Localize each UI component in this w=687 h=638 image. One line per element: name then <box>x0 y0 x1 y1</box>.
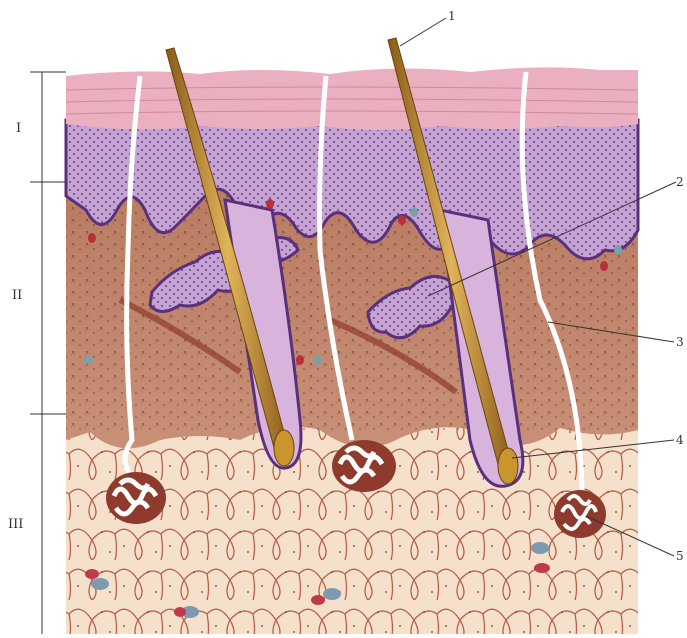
sweat-gland-coil-3 <box>554 490 606 538</box>
layer-label-3: III <box>8 518 23 531</box>
callout-label-5: 5 <box>676 550 684 562</box>
callout-label-1: 1 <box>448 10 456 22</box>
layer-bracket <box>30 72 66 634</box>
layer-label-1: I <box>16 122 21 135</box>
sweat-gland-coil-2 <box>332 440 396 492</box>
callout-label-3: 3 <box>676 336 684 348</box>
callout-label-2: 2 <box>676 176 684 188</box>
layer-label-2: II <box>12 289 22 302</box>
hair-bulb-left <box>274 430 294 466</box>
callout-label-4: 4 <box>676 434 684 446</box>
hair-bulb-right <box>498 448 518 484</box>
sweat-gland-coil-1 <box>106 472 166 524</box>
